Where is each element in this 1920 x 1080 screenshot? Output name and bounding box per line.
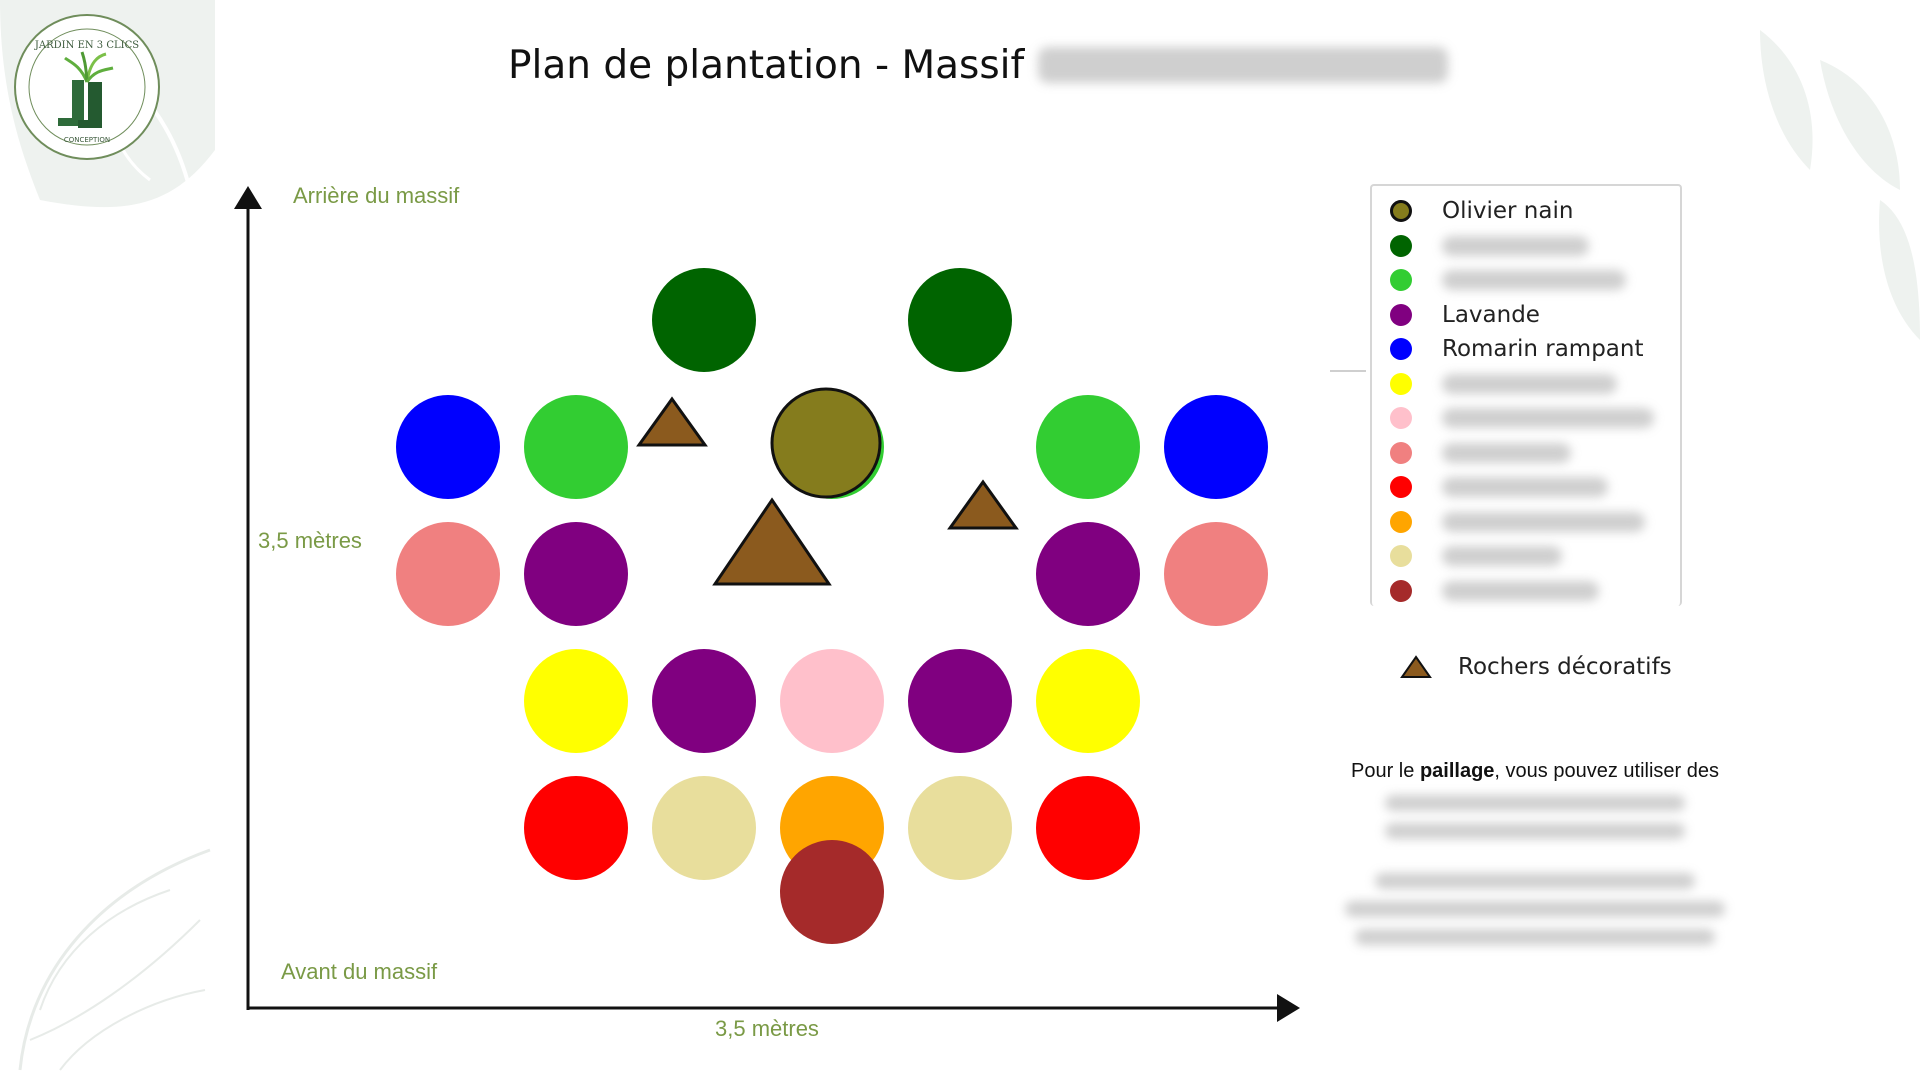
legend-item: Lavande — [1390, 300, 1540, 330]
page-title: Plan de plantation - Massif — [508, 42, 1025, 88]
mulch-note: Pour le paillage, vous pouvez utiliser d… — [1330, 760, 1740, 945]
legend-redacted-label — [1442, 235, 1589, 256]
legend-redacted-label — [1442, 511, 1645, 532]
legend-label: Romarin rampant — [1442, 336, 1644, 362]
leaf-decoration-bottom-left — [18, 848, 211, 1071]
plant-blue — [1164, 395, 1268, 499]
legend-color-swatch — [1390, 303, 1412, 326]
legend-redacted-label — [1442, 373, 1617, 394]
plant-olivier-nain — [770, 387, 882, 499]
legend-redacted-label — [1442, 477, 1608, 497]
legend-item — [1390, 576, 1599, 606]
leaf-decoration-right — [1760, 30, 1920, 340]
plant-yellow — [1036, 649, 1140, 753]
legend-item — [1390, 231, 1589, 261]
legend-redacted-label — [1442, 580, 1599, 601]
y-axis-arrow-icon — [234, 186, 262, 209]
note-redacted-line — [1375, 873, 1695, 889]
decorative-rock — [636, 396, 708, 447]
legend-label: Lavande — [1442, 301, 1540, 328]
legend-item — [1390, 438, 1571, 468]
legend-color-swatch — [1390, 372, 1412, 395]
planting-plan — [234, 186, 1300, 1022]
rock-legend-label: Rochers décoratifs — [1458, 654, 1672, 680]
plant-yellow — [524, 649, 628, 753]
note-redacted-line — [1385, 795, 1685, 811]
legend-color-swatch — [1390, 269, 1412, 291]
legend-color-swatch — [1390, 510, 1412, 533]
legend-label: Olivier nain — [1442, 198, 1574, 224]
note-text-after: , vous pouvez utiliser des — [1494, 760, 1719, 782]
legend-redacted-label — [1442, 442, 1571, 463]
axis-label-y-dimension: 3,5 mètres — [258, 528, 362, 553]
plant-dark-green — [652, 268, 756, 372]
triangle-rock-icon — [1400, 655, 1432, 678]
axis-label-x-dimension: 3,5 mètres — [715, 1016, 819, 1041]
legend-item — [1390, 472, 1608, 502]
title-row: Plan de plantation - Massif — [508, 30, 1449, 100]
note-text-before: Pour le — [1351, 760, 1420, 782]
legend-item: Olivier nain — [1390, 196, 1573, 226]
plant-red — [1036, 776, 1140, 880]
title-redacted-text — [1038, 47, 1449, 83]
rock-legend: Rochers décoratifs — [1400, 654, 1672, 680]
boots-plant-icon — [58, 51, 114, 128]
plant-purple — [652, 649, 756, 753]
plant-light-green — [1036, 395, 1140, 499]
legend-redacted-label — [1442, 546, 1562, 566]
plant-light-green — [524, 395, 628, 499]
note-redacted-line — [1345, 901, 1725, 917]
legend-item — [1390, 265, 1626, 295]
plant-beige — [908, 776, 1012, 880]
legend-item: Romarin rampant — [1390, 334, 1644, 364]
legend-color-swatch — [1390, 579, 1412, 602]
legend-color-swatch — [1390, 234, 1412, 257]
plant-blue — [396, 395, 500, 499]
legend-color-swatch — [1390, 338, 1412, 360]
plant-salmon — [1164, 522, 1268, 626]
plant-beige — [652, 776, 756, 880]
axes — [234, 186, 1300, 1022]
logo-text-bottom: CONCEPTION — [64, 136, 110, 144]
legend-color-swatch — [1390, 545, 1412, 567]
legend-color-swatch — [1390, 441, 1412, 464]
note-text-bold: paillage — [1419, 760, 1495, 782]
plants-layer — [396, 268, 1268, 944]
legend-redacted-label — [1442, 270, 1626, 290]
plant-purple — [1036, 522, 1140, 626]
plant-brown-red — [780, 840, 884, 944]
decorative-rock — [712, 497, 832, 586]
legend-item — [1390, 541, 1562, 571]
plant-salmon — [396, 522, 500, 626]
legend-item — [1390, 369, 1617, 399]
plant-dark-green — [908, 268, 1012, 372]
legend-redacted-label — [1442, 408, 1654, 428]
note-redacted-line — [1355, 929, 1715, 945]
legend-connector — [1330, 370, 1366, 372]
logo-text-top: JARDIN EN 3 CLICS — [34, 40, 139, 51]
rocks-layer — [636, 396, 1019, 586]
legend-color-swatch — [1390, 407, 1412, 429]
axis-label-back: Arrière du massif — [293, 183, 460, 208]
legend-color-swatch — [1390, 476, 1412, 498]
decorative-rock — [947, 479, 1019, 530]
plant-red — [524, 776, 628, 880]
axis-label-front: Avant du massif — [281, 959, 438, 984]
legend-color-swatch — [1390, 200, 1412, 222]
legend-item — [1390, 507, 1645, 537]
company-logo: JARDIN EN 3 CLICS CONCEPTION — [14, 14, 160, 160]
note-redacted-line — [1385, 823, 1685, 839]
legend-item — [1390, 403, 1654, 433]
plant-pink — [780, 649, 884, 753]
x-axis-arrow-icon — [1277, 994, 1300, 1022]
plant-purple — [908, 649, 1012, 753]
plant-purple — [524, 522, 628, 626]
